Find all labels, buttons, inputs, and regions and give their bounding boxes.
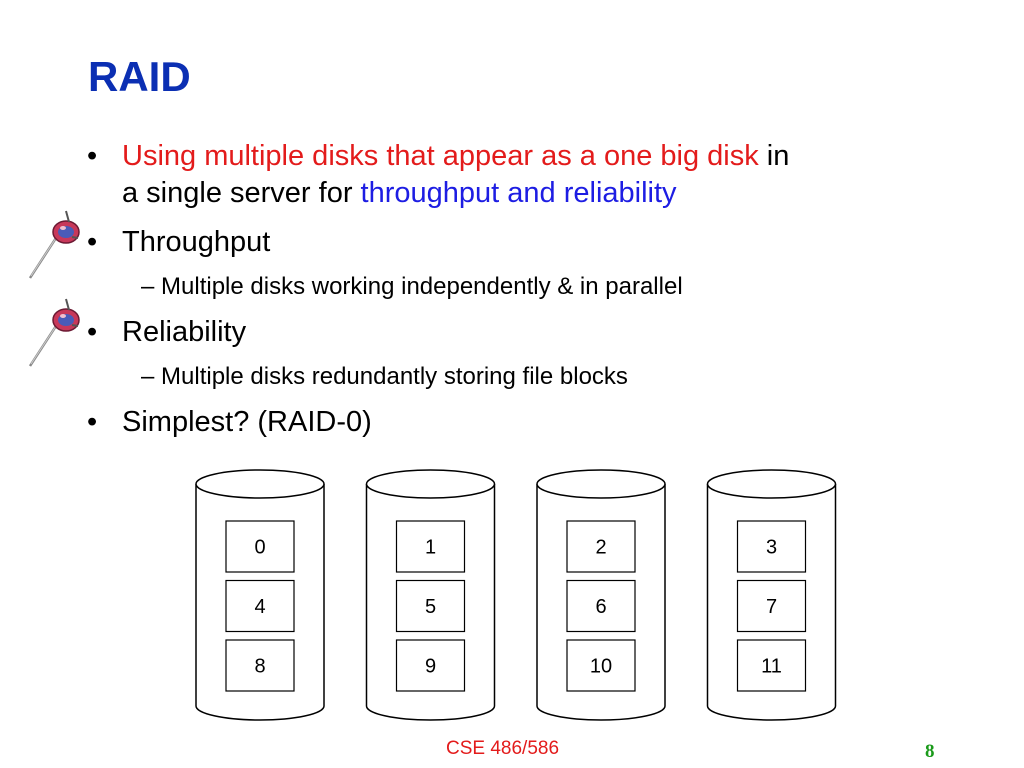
block-number: 8 (254, 656, 265, 678)
data-block (225, 520, 295, 573)
bullet-text: Simplest? (RAID-0) (122, 406, 372, 438)
bullet-glyph: • (87, 140, 98, 172)
block-number: 2 (595, 537, 606, 559)
data-block (736, 639, 807, 692)
sub-bullet-glyph: – (141, 273, 155, 300)
data-block (225, 579, 295, 633)
bullet-glyph: • (87, 226, 98, 258)
block-number: 7 (766, 596, 777, 618)
sub-bullet-glyph: – (141, 363, 155, 390)
slide-title: RAID (88, 53, 191, 100)
block-number: 0 (254, 537, 265, 559)
data-block (395, 639, 466, 692)
bullet-text: a single server for (122, 177, 361, 209)
disk-cylinder: 0 4 8 (195, 469, 325, 721)
sub-bullet-text: Multiple disks working independently & i… (161, 273, 683, 300)
bullet-text-highlight: Using multiple disks that appear as a on… (122, 140, 759, 172)
block-number: 9 (425, 656, 436, 678)
block-number: 4 (254, 596, 265, 618)
bullet-text: Throughput (122, 226, 271, 258)
data-block (225, 639, 295, 692)
bullet-text: Reliability (122, 316, 247, 348)
bullet-item: • Reliability (87, 314, 247, 351)
bullet-glyph: • (87, 316, 98, 348)
block-number: 1 (425, 537, 436, 559)
data-block (566, 520, 636, 573)
footer-course: CSE 486/586 (446, 738, 560, 759)
block-number: 5 (425, 596, 436, 618)
data-block (566, 639, 636, 692)
sub-bullet-item: – Multiple disks working independently &… (141, 272, 683, 302)
pushpin-icon (28, 298, 80, 367)
block-number: 11 (761, 656, 782, 678)
block-number: 3 (766, 537, 777, 559)
disk-cylinder: 3 7 11 (706, 469, 837, 721)
bullet-item: • Simplest? (RAID-0) (87, 404, 372, 441)
data-block (566, 579, 636, 633)
bullet-item: • Using multiple disks that appear as a … (87, 138, 790, 212)
block-number: 10 (590, 656, 612, 678)
page-number: 8 (925, 741, 935, 762)
pushpin-icon (28, 210, 80, 279)
disk-cylinder: 1 5 9 (365, 469, 496, 721)
bullet-text: in (758, 140, 790, 172)
disk-cylinder: 2 6 10 (536, 469, 666, 721)
data-block (395, 520, 466, 573)
sub-bullet-item: – Multiple disks redundantly storing fil… (141, 362, 628, 392)
sub-bullet-text: Multiple disks redundantly storing file … (161, 363, 628, 390)
data-block (395, 579, 466, 633)
bullet-text-highlight: throughput and reliability (360, 177, 677, 209)
data-block (736, 520, 807, 573)
bullet-glyph: • (87, 406, 98, 438)
data-block (736, 579, 807, 633)
bullet-item: • Throughput (87, 224, 271, 261)
block-number: 6 (595, 596, 606, 618)
